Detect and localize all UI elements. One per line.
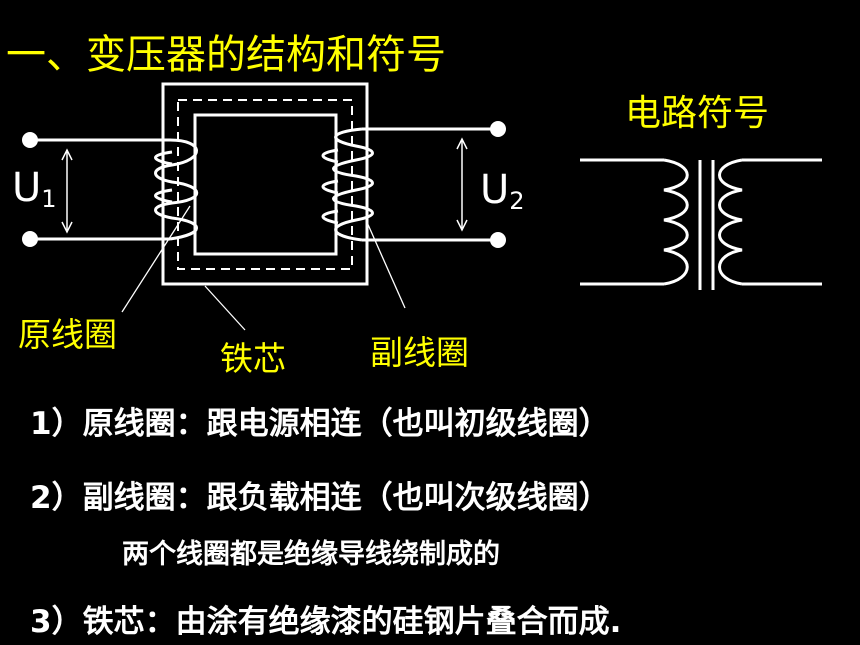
iron-core-inner: [193, 113, 338, 256]
circuit-symbol: [580, 158, 822, 290]
secondary-coil: [321, 127, 374, 242]
page-title: 一、变压器的结构和符号: [6, 32, 446, 78]
primary-leader: [121, 205, 191, 313]
secondary-coil-label: 副线圈: [370, 333, 469, 372]
circuit-symbol-title: 电路符号: [625, 93, 770, 134]
secondary-terminal-top: [490, 121, 506, 137]
iron-core-label: 铁芯: [220, 339, 286, 378]
u1-label: U1: [12, 165, 57, 213]
point-1: 1）原线圈：跟电源相连（也叫初级线圈）: [30, 406, 610, 442]
point-3: 3）铁芯：由涂有绝缘漆的硅钢片叠合而成.: [30, 604, 622, 640]
u2-label: U2: [480, 167, 525, 215]
secondary-wires: [362, 121, 506, 248]
core-leader: [204, 285, 246, 331]
primary-terminal-top: [22, 132, 38, 148]
secondary-leader: [365, 219, 406, 309]
iron-core-dashed: [177, 99, 353, 270]
point-2-note: 两个线圈都是绝缘导线绕制成的: [122, 539, 500, 570]
primary-wires: [22, 132, 170, 247]
secondary-terminal-bottom: [490, 232, 506, 248]
iron-core-outer: [161, 82, 369, 286]
point-2: 2）副线圈：跟负载相连（也叫次级线圈）: [30, 480, 610, 516]
primary-terminal-bottom: [22, 231, 38, 247]
primary-coil-label: 原线圈: [18, 315, 117, 354]
